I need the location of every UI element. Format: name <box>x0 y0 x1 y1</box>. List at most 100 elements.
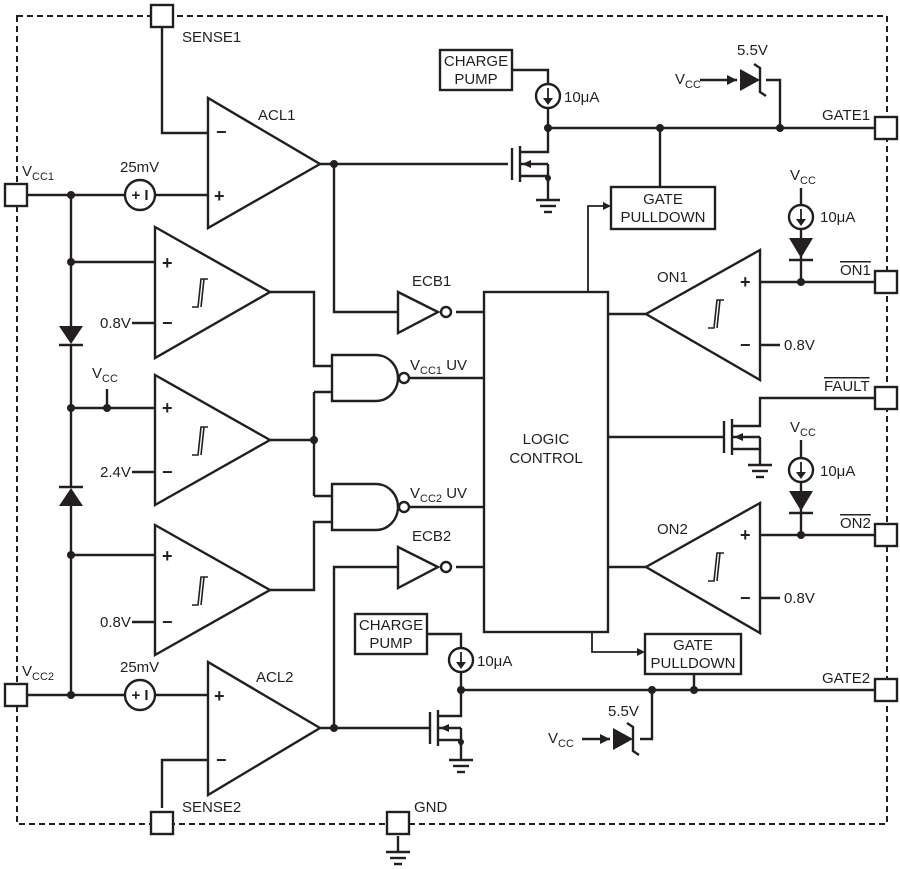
vcc1-comp-plus: + <box>162 253 173 273</box>
ecb2-bubble <box>439 560 453 574</box>
logic-control-block <box>482 290 610 634</box>
charge-pump-1-label-1: CHARGE <box>444 53 508 70</box>
nand2-bubble <box>397 500 411 514</box>
current-cp1-label: 10μA <box>564 89 599 106</box>
thr-on2-label: 0.8V <box>784 590 815 607</box>
pin-on2 <box>873 522 899 548</box>
pin-gnd <box>385 810 411 836</box>
pin-fault <box>873 385 899 411</box>
nand1-bubble <box>397 371 411 385</box>
acl2-plus: + <box>214 686 225 706</box>
current-on2-label: 10μA <box>820 463 855 480</box>
offset-source-vcc1 <box>123 178 157 212</box>
diode-on2-icon <box>789 491 813 515</box>
vcc2-uv-comparator <box>153 522 273 658</box>
gnd-label: GND <box>414 799 448 816</box>
vcc-label-bus: VCC <box>92 365 118 385</box>
pin-vcc2 <box>3 682 29 708</box>
current-source-on2 <box>787 456 815 484</box>
gate-pulldown-1-label-2: PULLDOWN <box>620 209 705 226</box>
diode-vcc2-icon <box>59 485 83 506</box>
on2-minus: − <box>740 588 751 608</box>
thr-vcc1-label: 0.8V <box>100 315 131 332</box>
mosfet-fault <box>722 419 762 455</box>
gate-pulldown-2 <box>643 632 743 676</box>
vcc-label-zener1: VCC <box>675 71 701 91</box>
pin-vcc1 <box>3 182 29 208</box>
current-cp2-label: 10μA <box>477 653 512 670</box>
current-source-cp1 <box>534 82 562 110</box>
sense2-label: SENSE2 <box>182 799 241 816</box>
gate-pulldown-2-label-1: GATE <box>673 637 713 654</box>
on1-plus: + <box>740 272 751 292</box>
vcc-comp-minus: − <box>162 462 173 482</box>
pin-gate2 <box>873 677 899 703</box>
pin-gate1 <box>873 115 899 141</box>
vcc2-pin-label: VCC2 <box>22 663 54 683</box>
mosfet-gate2 <box>428 710 463 746</box>
fault-pin-label: FAULT <box>824 378 870 395</box>
acl1-plus: + <box>214 186 225 206</box>
vcc-comp-plus: + <box>162 398 173 418</box>
ecb1-bubble <box>439 305 453 319</box>
vcc2-uv-nand <box>330 482 400 532</box>
current-source-on1 <box>787 203 815 231</box>
offset-source-vcc2 <box>123 678 157 712</box>
offset-vcc2-symbol: + I <box>131 687 148 704</box>
ground-icon <box>386 850 410 866</box>
charge-pump-2 <box>353 612 429 656</box>
gate-pulldown-1-label-1: GATE <box>643 191 683 208</box>
vcc2-comp-minus: − <box>162 612 173 632</box>
acl1-minus: − <box>216 122 227 142</box>
pin-sense1 <box>149 3 175 29</box>
on2-pin-label: ON2 <box>840 515 871 532</box>
acl2-minus: − <box>216 750 227 770</box>
ecb1-buffer <box>396 290 441 335</box>
pin-sense2 <box>149 810 175 836</box>
vcc1-uv-comparator <box>153 224 273 361</box>
ground-icon <box>748 463 772 479</box>
charge-pump-1 <box>438 48 514 92</box>
thr-on1-label: 0.8V <box>784 337 815 354</box>
zener-gate1-label: 5.5V <box>737 42 768 59</box>
ecb2-label: ECB2 <box>412 528 451 545</box>
offset-vcc1-label: 25mV <box>120 159 159 176</box>
logic-control-label-1: LOGIC <box>523 431 570 448</box>
acl1-label: ACL1 <box>258 107 296 124</box>
charge-pump-1-label-2: PUMP <box>454 71 497 88</box>
sense1-label: SENSE1 <box>182 29 241 46</box>
vcc-label-on2: VCC <box>790 419 816 439</box>
wires <box>27 28 875 852</box>
arrow-head-icon <box>603 202 611 210</box>
vcc1-pin-label: VCC1 <box>22 163 54 183</box>
on2-plus: + <box>740 525 751 545</box>
arrow-head-icon <box>637 648 645 656</box>
vcc1-comp-minus: − <box>162 313 173 333</box>
arrow-head-icon <box>600 734 610 744</box>
junction-dots <box>67 124 805 745</box>
zener-gate2-label: 5.5V <box>608 703 639 720</box>
offset-vcc1-symbol: + I <box>131 187 148 204</box>
vcc-label-on1: VCC <box>790 167 816 187</box>
zener-gate2-icon <box>613 722 640 756</box>
charge-pump-2-label-1: CHARGE <box>359 617 423 634</box>
acl2-amplifier <box>206 659 323 798</box>
acl1-amplifier <box>206 95 323 231</box>
vcc-label-zener2: VCC <box>548 730 574 750</box>
vcc2-uv-label: VCC2 UV <box>410 485 467 505</box>
offset-vcc2-label: 25mV <box>120 659 159 676</box>
on2-comparator <box>643 500 762 636</box>
gate1-label: GATE1 <box>822 107 870 124</box>
ground-icon <box>449 758 473 774</box>
logic-control-label-2: CONTROL <box>509 450 582 467</box>
zener-gate1-icon <box>740 63 767 97</box>
on1-minus: − <box>740 335 751 355</box>
pin-on1 <box>873 269 899 295</box>
diode-on1-icon <box>789 238 813 262</box>
gate-pulldown-1 <box>609 185 717 231</box>
arrow-head-icon <box>727 75 737 85</box>
charge-pump-2-label-2: PUMP <box>369 635 412 652</box>
vcc2-comp-plus: + <box>162 546 173 566</box>
vcc-comparator <box>153 372 273 508</box>
